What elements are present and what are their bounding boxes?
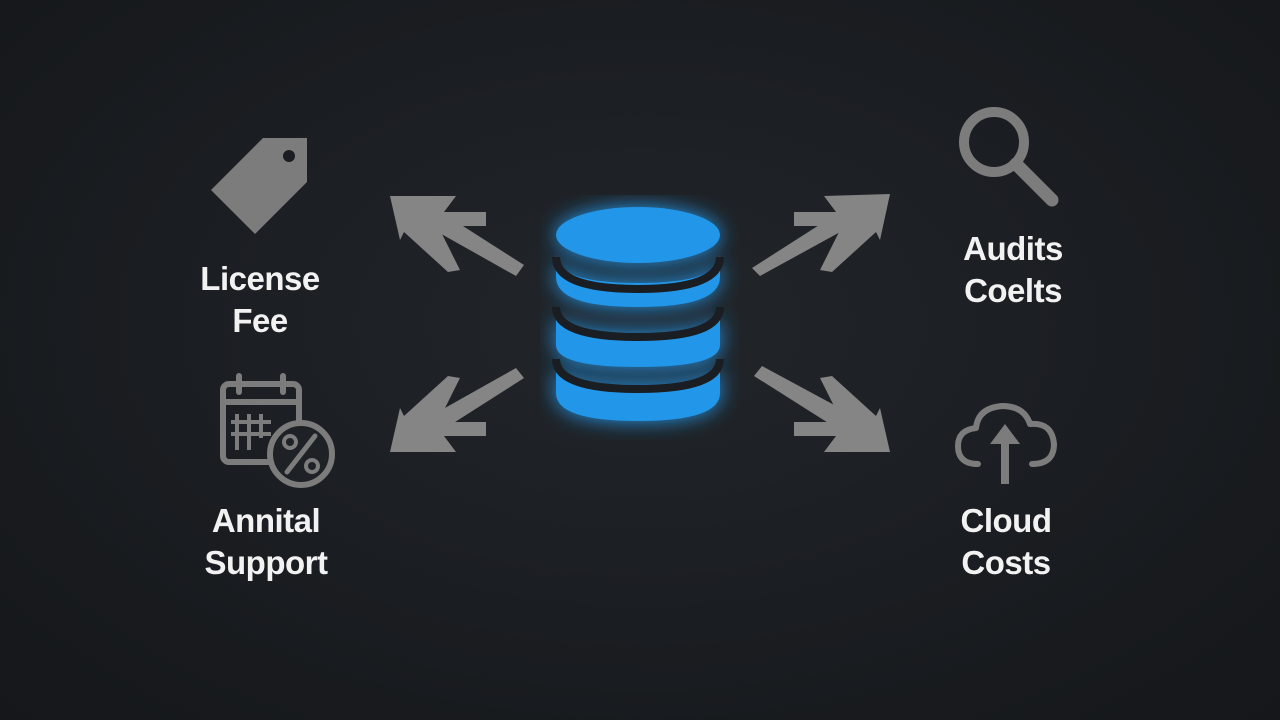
cloud-upload-icon (955, 403, 1057, 484)
label-support-line1: Annital (211, 502, 321, 539)
calendar-percent-icon (220, 373, 335, 488)
arrow-down-right (754, 366, 890, 452)
label-license-line2: Fee (232, 302, 288, 339)
arrow-up-left (390, 196, 524, 276)
price-tag-icon (211, 138, 307, 234)
database-icon (552, 207, 724, 421)
label-license-line1: License (200, 260, 320, 297)
label-cloud-line1: Cloud (960, 502, 1052, 539)
label-annital-support: Annital Support (156, 500, 376, 584)
label-audits-line1: Audits (963, 230, 1063, 267)
label-license-fee: License Fee (150, 258, 370, 342)
label-support-line2: Support (204, 544, 328, 581)
label-audits-coelts: Audits Coelts (903, 228, 1123, 312)
label-cloud-line2: Costs (961, 544, 1051, 581)
label-audits-line2: Coelts (964, 272, 1062, 309)
magnifier-icon (959, 107, 1059, 207)
arrow-up-right (752, 194, 890, 276)
arrow-down-left (390, 368, 524, 452)
label-cloud-costs: Cloud Costs (896, 500, 1116, 584)
